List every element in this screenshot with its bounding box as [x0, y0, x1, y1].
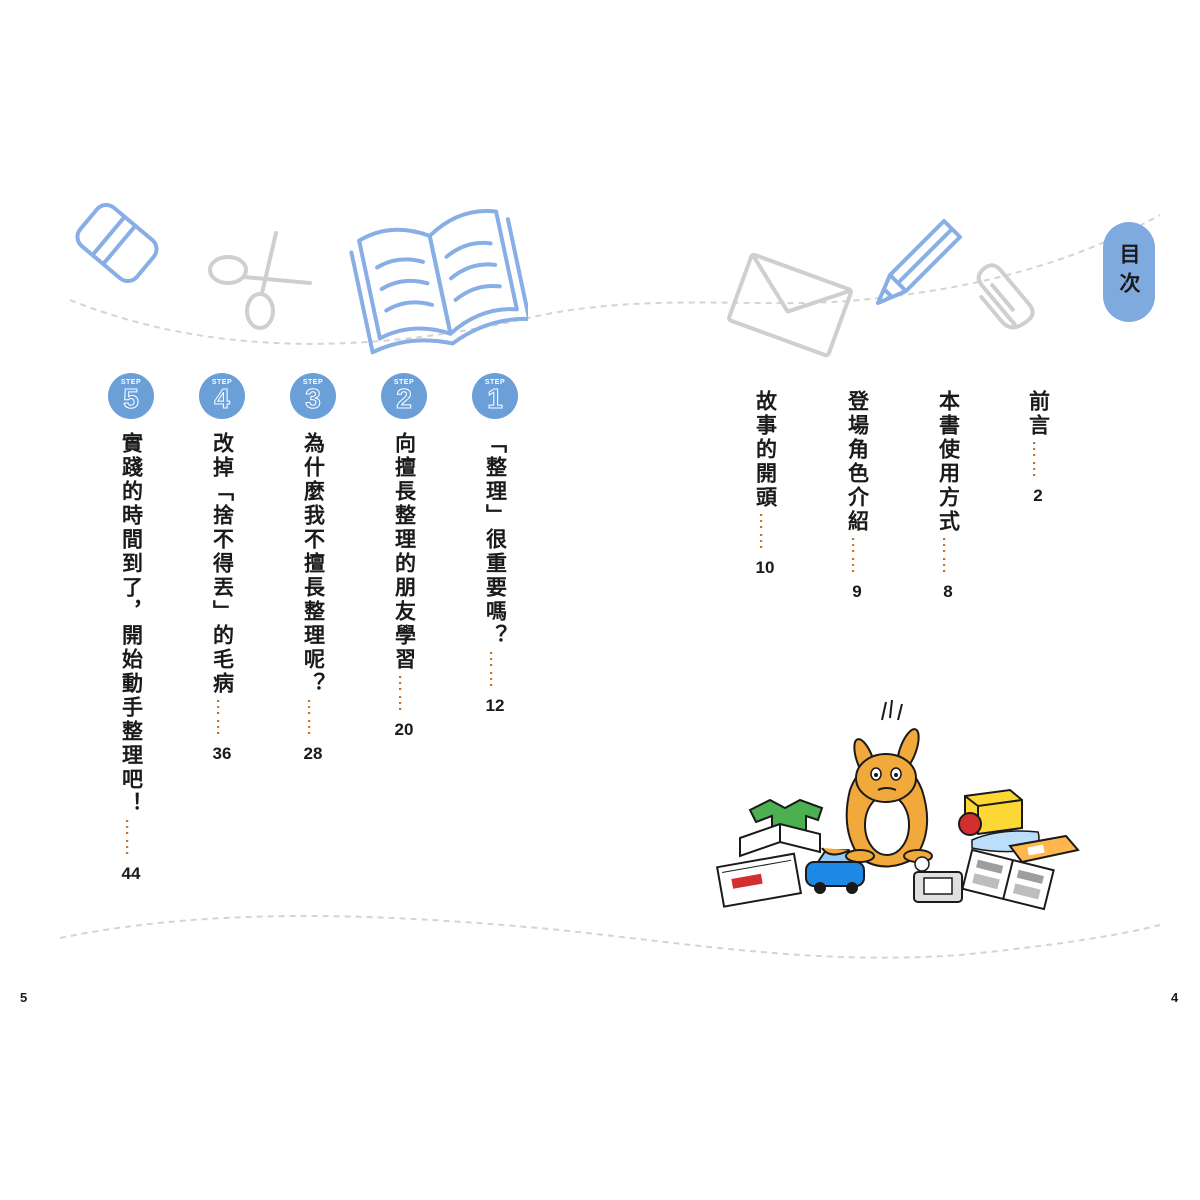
shirt-icon	[748, 798, 824, 835]
step-badge-5: STEP 5	[108, 373, 154, 419]
calendar-icon	[715, 852, 803, 908]
leader-dots: ……	[755, 512, 776, 552]
toc-entry-title: 故事的開頭	[753, 390, 778, 510]
toc-title-badge: 目次	[1103, 222, 1155, 322]
toc-entry-step-2[interactable]: 向擅長整理的朋友學習 …… 20	[389, 432, 419, 740]
scissors-icon	[208, 231, 312, 330]
toc-entry-title: 向擅長整理的朋友學習	[392, 432, 417, 672]
toc-entry-how-to-use[interactable]: 本書使用方式 …… 8	[933, 390, 963, 602]
newspaper-book-icon	[961, 848, 1055, 911]
toc-entry-title: 登場角色介紹	[845, 390, 870, 534]
toc-entry-page: 20	[394, 720, 414, 739]
pencil-icon	[876, 219, 962, 305]
toc-entry-characters[interactable]: 登場角色介紹 …… 9	[842, 390, 872, 602]
page-number-left: 5	[20, 990, 28, 1005]
leader-dots: ……	[212, 698, 233, 738]
toc-entry-story-start[interactable]: 故事的開頭 …… 10	[750, 390, 780, 578]
game-console-icon	[913, 871, 963, 903]
toc-entry-title: 「整理」很重要嗎？	[483, 432, 508, 648]
toc-entry-page: 36	[212, 744, 232, 763]
toc-entry-page: 9	[852, 582, 862, 601]
toc-entry-title: 為什麼我不擅長整理呢？	[301, 432, 326, 696]
book-icon	[349, 208, 528, 355]
step-badge-4: STEP 4	[199, 373, 245, 419]
step-badge-2: STEP 2	[381, 373, 427, 419]
comic-book-icon	[1008, 834, 1080, 864]
open-book-icon	[739, 822, 821, 858]
toc-entry-title: 改掉「捨不得丟」的毛病	[210, 432, 235, 696]
toc-entry-title: 本書使用方式	[936, 390, 961, 534]
toc-entry-step-3[interactable]: 為什麼我不擅長整理呢？ …… 28	[298, 432, 328, 764]
envelope-icon	[727, 252, 853, 358]
paperclip-icon	[976, 263, 1035, 330]
leader-dots: ……	[303, 698, 324, 738]
kangaroo-mess-illustration	[715, 700, 1080, 911]
toc-entry-title: 實踐的時間到了，開始動手整理吧！	[119, 432, 144, 816]
toc-entry-page: 28	[303, 744, 323, 763]
toc-entry-page: 8	[943, 582, 953, 601]
toc-title: 目次	[1117, 243, 1141, 301]
toc-entry-page: 12	[485, 696, 505, 715]
eraser-icon	[75, 202, 159, 284]
leader-dots: ……	[938, 536, 959, 576]
toc-entry-step-5[interactable]: 實踐的時間到了，開始動手整理吧！ …… 44	[116, 432, 146, 884]
leader-dots: ……	[847, 536, 868, 576]
toc-entry-page: 10	[755, 558, 775, 577]
toc-entry-preface[interactable]: 前言 …… 2	[1023, 390, 1053, 506]
toc-entry-step-1[interactable]: 「整理」很重要嗎？ …… 12	[480, 432, 510, 716]
step-badge-1: STEP 1	[472, 373, 518, 419]
page-number-right: 4	[1171, 990, 1179, 1005]
leader-dots: ……	[485, 650, 506, 690]
kangaroo-character	[821, 700, 933, 868]
toc-entry-step-4[interactable]: 改掉「捨不得丟」的毛病 …… 36	[207, 432, 237, 764]
toc-entry-page: 2	[1033, 486, 1043, 505]
leader-dots: ……	[121, 818, 142, 858]
leader-dots: ……	[1028, 440, 1049, 480]
leader-dots: ……	[394, 674, 415, 714]
toc-entry-title: 前言	[1026, 390, 1051, 438]
step-badge-3: STEP 3	[290, 373, 336, 419]
toc-entry-page: 44	[121, 864, 141, 883]
red-ball-icon	[958, 812, 982, 836]
crumpled-paper-icon	[914, 856, 930, 872]
